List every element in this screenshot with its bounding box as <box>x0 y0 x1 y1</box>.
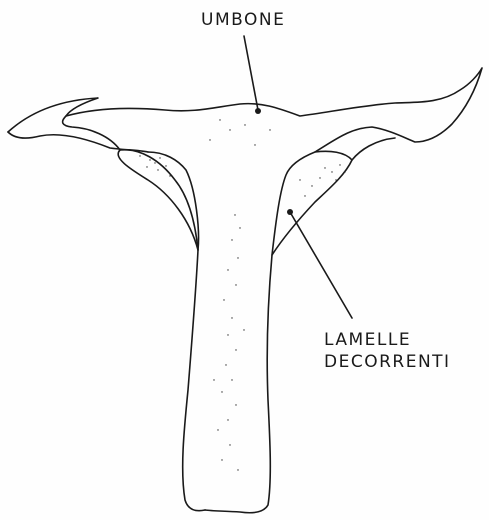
umbone-leader-line <box>244 36 258 110</box>
lamelle-label-line1: LAMELLE <box>324 329 451 351</box>
lamelle-label: LAMELLE DECORRENTI <box>324 329 451 373</box>
cap-outline <box>8 68 482 152</box>
stem-right <box>205 255 272 513</box>
lamelle-label-line2: DECORRENTI <box>324 351 451 373</box>
umbone-label: UMBONE <box>201 9 285 31</box>
stipple-shading <box>139 119 345 470</box>
right-gill-edge <box>352 138 395 160</box>
left-gill-edge <box>120 150 198 250</box>
lamelle-pointer-dot <box>287 209 293 215</box>
umbone-pointer-dot <box>255 108 261 114</box>
right-gill-pocket <box>272 151 352 255</box>
lamelle-leader-line <box>290 212 352 318</box>
cap-underside-left <box>8 132 148 152</box>
stem-left <box>183 250 205 511</box>
